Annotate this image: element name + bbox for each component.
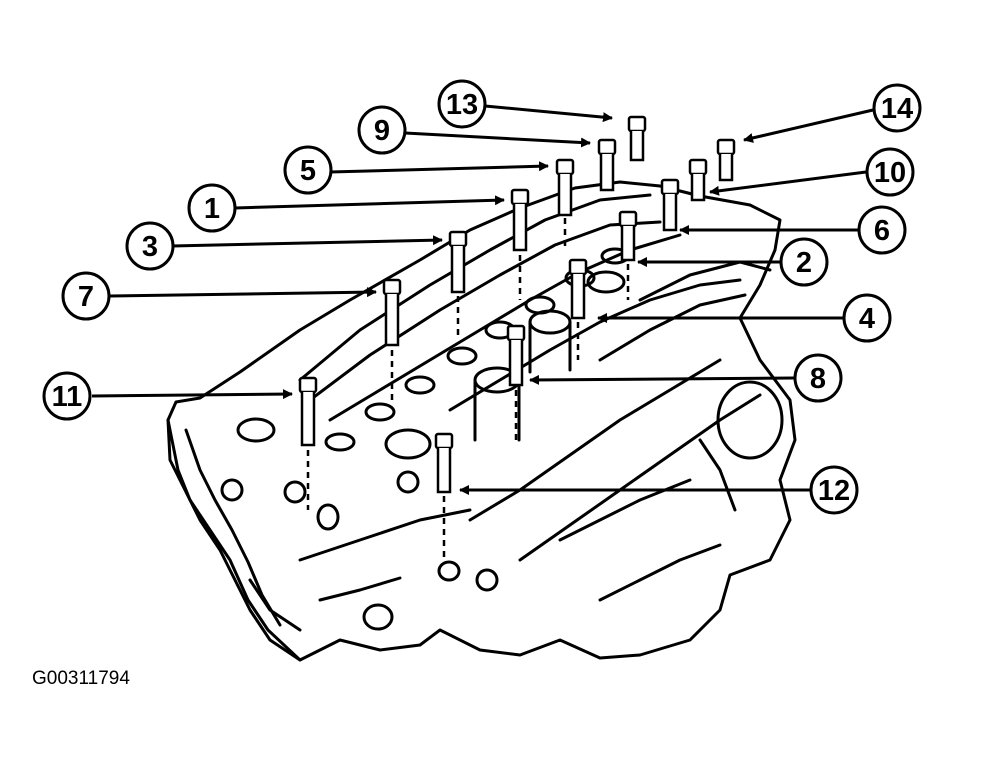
leader-arrows: [91, 104, 874, 495]
bolt-11-icon: [298, 376, 318, 510]
arrow-7: [109, 287, 377, 298]
svg-text:1: 1: [204, 193, 220, 225]
callout-8: 8: [793, 353, 843, 403]
svg-text:14: 14: [881, 93, 913, 125]
svg-text:9: 9: [374, 115, 390, 147]
callout-1: 1: [187, 183, 237, 233]
arrow-14: [743, 108, 874, 143]
callout-2: 2: [779, 237, 829, 287]
svg-text:3: 3: [142, 231, 158, 263]
callout-6: 6: [857, 205, 907, 255]
svg-text:7: 7: [78, 281, 94, 313]
bolt-1-icon: [510, 188, 530, 300]
svg-text:8: 8: [810, 363, 826, 395]
bolt-3-icon: [448, 230, 468, 340]
callout-14: 14: [872, 83, 922, 133]
arrow-13: [484, 104, 613, 123]
bolt-2-icon: [618, 210, 638, 300]
arrow-8: [529, 374, 795, 385]
callout-11: 11: [42, 371, 92, 421]
bolt-13-icon: [627, 115, 647, 162]
bolt-group: [298, 115, 736, 560]
arrow-9: [404, 131, 591, 148]
svg-text:11: 11: [52, 381, 83, 413]
bolt-4-icon: [568, 258, 588, 360]
bolt-12-icon: [434, 432, 454, 560]
arrow-11: [91, 389, 293, 400]
svg-text:4: 4: [859, 303, 875, 335]
callout-12: 12: [809, 465, 859, 515]
svg-text:6: 6: [874, 215, 890, 247]
bolt-9-icon: [597, 138, 617, 192]
arrow-3: [171, 235, 443, 248]
callout-13: 13: [437, 79, 487, 129]
callout-7: 7: [61, 271, 111, 321]
callout-5: 5: [283, 145, 333, 195]
svg-text:13: 13: [446, 89, 478, 121]
callout-4: 4: [842, 293, 892, 343]
bolt-8-icon: [506, 324, 526, 440]
callout-circles: 13 9 5 1 3 7 11 14 10 6 2 4 8 12: [42, 79, 922, 515]
svg-text:10: 10: [874, 157, 906, 189]
arrow-1: [234, 195, 505, 210]
bolt-6-icon: [660, 178, 680, 232]
arrow-5: [329, 161, 549, 174]
bolt-5-icon: [555, 158, 575, 250]
bolt-14-icon: [716, 138, 736, 182]
cylinder-head-illustration: [166, 180, 797, 662]
bolt-10-icon: [688, 158, 708, 202]
callout-10: 10: [865, 147, 915, 197]
callout-9: 9: [357, 105, 407, 155]
callout-3: 3: [125, 221, 175, 271]
svg-text:12: 12: [818, 475, 850, 507]
bolt-7-icon: [382, 278, 402, 400]
svg-text:5: 5: [300, 155, 316, 187]
svg-text:2: 2: [796, 247, 812, 279]
arrow-10: [709, 170, 867, 196]
figure-id: G00311794: [32, 668, 130, 689]
